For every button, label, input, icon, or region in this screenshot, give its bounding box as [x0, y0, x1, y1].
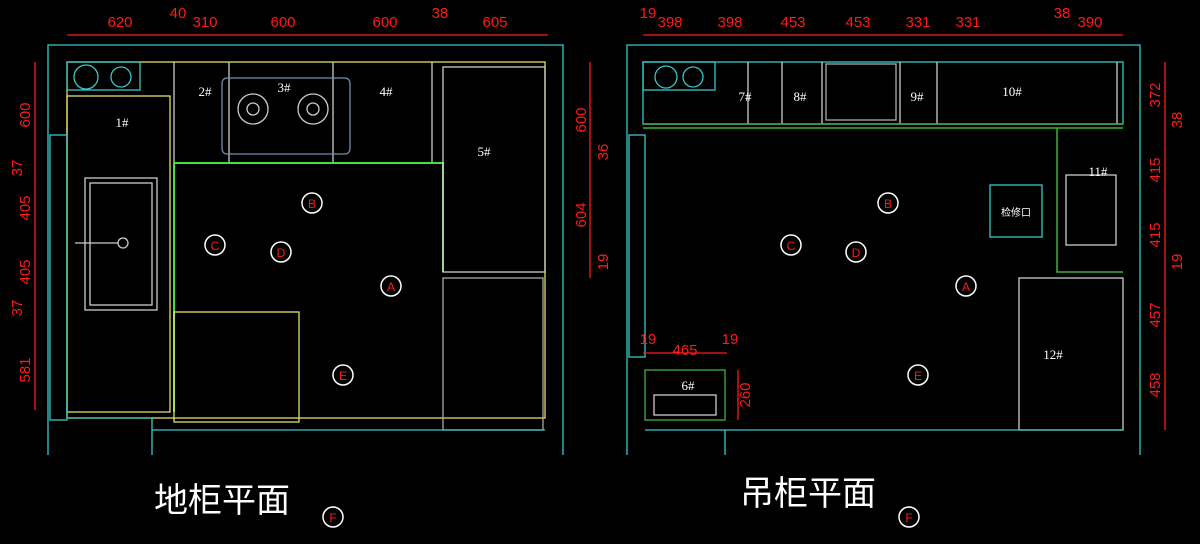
dimension-label: 19: [722, 331, 739, 348]
cabinet-label: 7#: [739, 89, 753, 104]
view-marker-circle: [955, 275, 977, 297]
view-marker-circle: [301, 192, 323, 214]
dimension-label: 310: [192, 14, 217, 31]
dimension-label: 331: [905, 14, 930, 31]
dimension-label: 457: [1147, 302, 1164, 327]
cabinet-label: 10#: [1002, 84, 1022, 99]
view-marker: D: [852, 246, 861, 260]
cabinet-label: 3#: [278, 80, 292, 95]
dimension-label: 40: [170, 5, 187, 22]
dimension-label: 415: [1147, 157, 1164, 182]
cabinet-label: 2#: [199, 84, 213, 99]
dimension-label: 331: [955, 14, 980, 31]
cabinet-label: 11#: [1088, 164, 1108, 179]
dimension-label: 405: [17, 195, 34, 220]
dimension-label: 620: [107, 14, 132, 31]
view-marker: D: [277, 246, 286, 260]
dimension-label: 600: [270, 14, 295, 31]
dimension-label: 37: [9, 300, 26, 317]
dimension-label: 604: [573, 202, 590, 227]
view-marker: E: [914, 369, 922, 383]
view-marker-circle: [877, 192, 899, 214]
view-marker-circle: [270, 241, 292, 263]
cabinet-label: 1#: [116, 115, 130, 130]
wall-plan-geometry: [626, 34, 1166, 455]
dimension-label: 372: [1147, 82, 1164, 107]
dimension-label: 453: [780, 14, 805, 31]
view-marker: F: [329, 511, 336, 525]
dimension-label: 398: [657, 14, 682, 31]
dimension-label: 605: [482, 14, 507, 31]
view-marker-circle: [780, 234, 802, 256]
dimension-label: 19: [640, 5, 657, 22]
plan-title: 吊柜平面: [740, 474, 876, 514]
dimension-label: 38: [1054, 5, 1071, 22]
dimension-label: 37: [9, 160, 26, 177]
view-marker-circle: [322, 506, 344, 528]
view-marker: A: [962, 280, 970, 294]
dimension-label: 38: [432, 5, 449, 22]
dimension-label: 19: [1169, 254, 1186, 271]
plan-title: 地柜平面: [154, 481, 290, 521]
view-marker-circle: [380, 275, 402, 297]
dimension-label: 19: [640, 331, 657, 348]
dimension-label: 600: [17, 102, 34, 127]
dimension-label: 458: [1147, 372, 1164, 397]
dimension-label: 465: [672, 342, 697, 359]
dimension-label: 415: [1147, 222, 1164, 247]
dimension-label: 398: [717, 14, 742, 31]
access-panel-label: 检修口: [1001, 206, 1031, 219]
cabinet-label: 8#: [794, 89, 808, 104]
view-marker: E: [339, 369, 347, 383]
base-plan-geometry: [34, 34, 591, 455]
view-marker-circle: [204, 234, 226, 256]
dimension-label: 600: [573, 107, 590, 132]
dimension-label: 600: [372, 14, 397, 31]
view-marker: A: [387, 280, 395, 294]
view-marker: F: [905, 511, 912, 525]
cabinet-label: 12#: [1043, 347, 1063, 362]
dimension-label: 581: [17, 357, 34, 382]
cabinet-label: 4#: [380, 84, 394, 99]
view-marker-circle: [845, 241, 867, 263]
dimension-label: 38: [1169, 112, 1186, 129]
dimension-label: 19: [595, 254, 612, 271]
cabinet-label: 9#: [911, 89, 925, 104]
view-marker: B: [884, 197, 892, 211]
view-marker-circle: [898, 506, 920, 528]
view-marker-circle: [332, 364, 354, 386]
view-marker: B: [308, 197, 316, 211]
dimension-label: 260: [737, 382, 754, 407]
dimension-label: 390: [1077, 14, 1102, 31]
dimension-label: 405: [17, 259, 34, 284]
dimension-label: 453: [845, 14, 870, 31]
dimension-label: 36: [595, 144, 612, 161]
view-marker: C: [787, 239, 796, 253]
view-marker: C: [211, 239, 220, 253]
cabinet-label: 6#: [682, 378, 696, 393]
cabinet-label: 5#: [478, 144, 492, 159]
view-marker-circle: [907, 364, 929, 386]
